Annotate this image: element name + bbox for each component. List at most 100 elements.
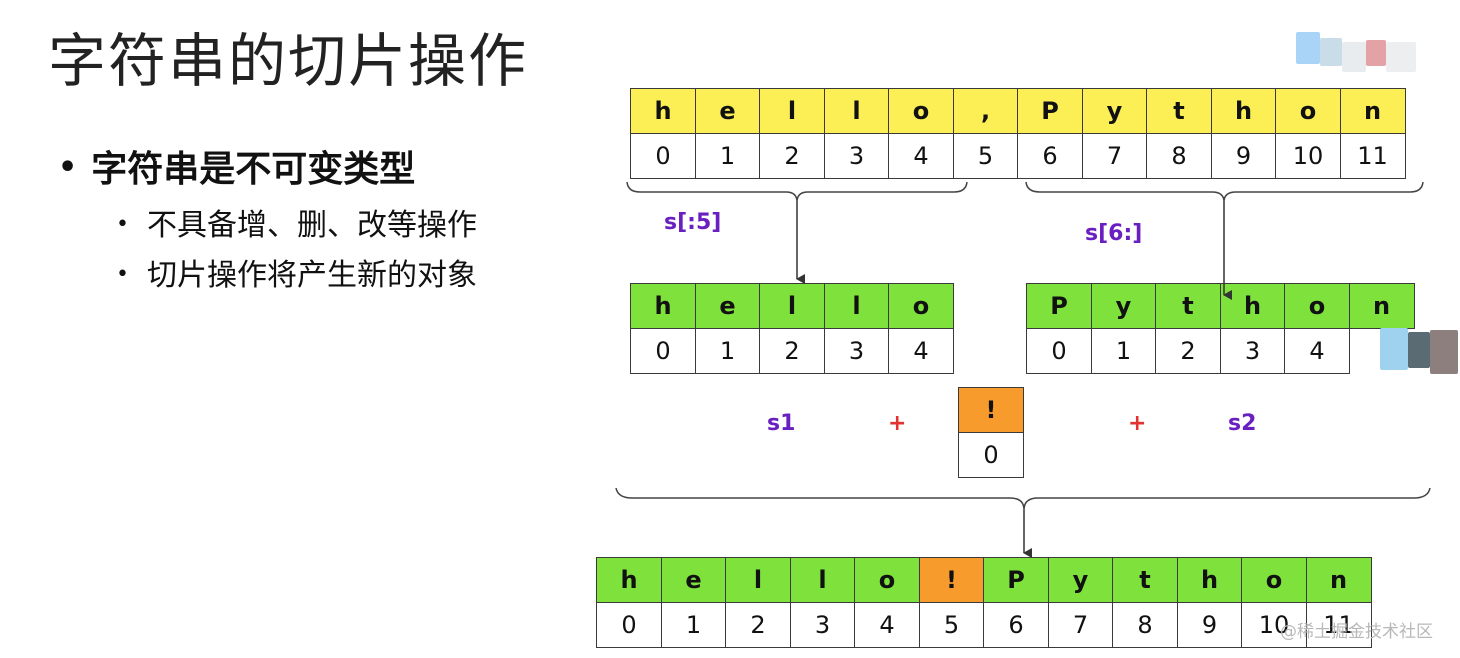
index-cell: 3 — [789, 601, 856, 648]
char-cell: h — [630, 88, 696, 134]
index-cell: 1 — [660, 601, 727, 648]
char-cell: h — [1176, 557, 1243, 603]
char-cell: o — [854, 557, 920, 603]
s2-label: s2 — [1228, 411, 1257, 436]
char-cell: y — [1090, 283, 1157, 329]
array-column: !5 — [918, 557, 985, 648]
blurred-overlay-icon — [1366, 40, 1386, 66]
bullet-main-text: 字符串是不可变类型 — [91, 149, 416, 190]
char-cell: e — [694, 88, 761, 134]
index-cell: 4 — [888, 327, 954, 374]
s1-label: s1 — [767, 411, 796, 436]
char-cell: o — [1275, 88, 1341, 134]
index-cell: 2 — [725, 601, 791, 648]
char-cell: y — [1047, 557, 1114, 603]
index-cell: 10 — [1241, 601, 1307, 648]
blurred-overlay-icon — [1296, 32, 1320, 64]
index-cell: 5 — [918, 601, 985, 648]
char-cell: l — [823, 88, 890, 134]
exclamation-char-cell: ! — [958, 387, 1024, 433]
left-brace — [626, 181, 968, 203]
index-cell: 11 — [1305, 601, 1372, 648]
blurred-overlay-icon — [1342, 42, 1366, 72]
index-cell: 3 — [823, 132, 890, 179]
index-cell: 6 — [983, 601, 1049, 648]
index-cell: 8 — [1146, 132, 1212, 179]
char-cell: h — [596, 557, 662, 603]
index-cell: 1 — [694, 327, 761, 374]
array-column: ,5 — [952, 88, 1019, 179]
bullet-dot: • — [116, 212, 129, 237]
index-cell: 0 — [596, 601, 662, 648]
plus-sign-2: + — [1128, 411, 1147, 436]
bullet-dot: • — [58, 150, 78, 185]
char-cell: n — [1348, 283, 1415, 329]
index-cell: 8 — [1112, 601, 1178, 648]
bullet-main: • 字符串是不可变类型 — [58, 140, 415, 192]
exclamation-array: ! 0 — [958, 387, 1024, 478]
index-cell: 0 — [630, 132, 696, 179]
index-cell: 11 — [1339, 132, 1406, 179]
plus-sign-1: + — [888, 411, 907, 436]
slice-label-left: s[:5] — [664, 210, 722, 235]
blurred-overlay-icon — [1320, 38, 1342, 66]
char-cell: o — [1241, 557, 1307, 603]
char-cell: , — [952, 88, 1019, 134]
index-cell: 0 — [630, 327, 696, 374]
watermark-text: @稀土掘金技术社区 — [1280, 622, 1433, 642]
array-column: n — [1348, 283, 1415, 372]
bullet-sub-2: •切片操作将产生新的对象 — [116, 250, 477, 294]
blurred-overlay-icon — [1408, 332, 1430, 368]
concat-brace — [615, 487, 1431, 511]
char-cell: ! — [918, 557, 985, 603]
index-cell: 1 — [694, 132, 761, 179]
char-cell: o — [1284, 283, 1350, 329]
char-cell: P — [983, 557, 1049, 603]
index-cell: 10 — [1275, 132, 1341, 179]
slide-title: 字符串的切片操作 — [48, 27, 529, 95]
index-cell: 5 — [952, 132, 1019, 179]
index-cell: 4 — [888, 132, 954, 179]
blurred-overlay-icon — [1386, 42, 1416, 72]
index-cell: 3 — [823, 327, 890, 374]
char-cell: t — [1155, 283, 1221, 329]
char-cell: n — [1305, 557, 1372, 603]
exclamation-column: ! 0 — [958, 387, 1024, 478]
index-cell: 0 — [1026, 327, 1092, 374]
right-brace — [1025, 181, 1424, 203]
index-cell: 1 — [1090, 327, 1157, 374]
blurred-overlay-icon — [1430, 330, 1458, 374]
index-cell: 7 — [1081, 132, 1148, 179]
char-cell: h — [630, 283, 696, 329]
index-cell: 2 — [759, 132, 825, 179]
bullet-sub-2-text: 切片操作将产生新的对象 — [146, 258, 477, 293]
index-cell: 6 — [1017, 132, 1083, 179]
char-cell: P — [1026, 283, 1092, 329]
index-cell: 2 — [759, 327, 825, 374]
